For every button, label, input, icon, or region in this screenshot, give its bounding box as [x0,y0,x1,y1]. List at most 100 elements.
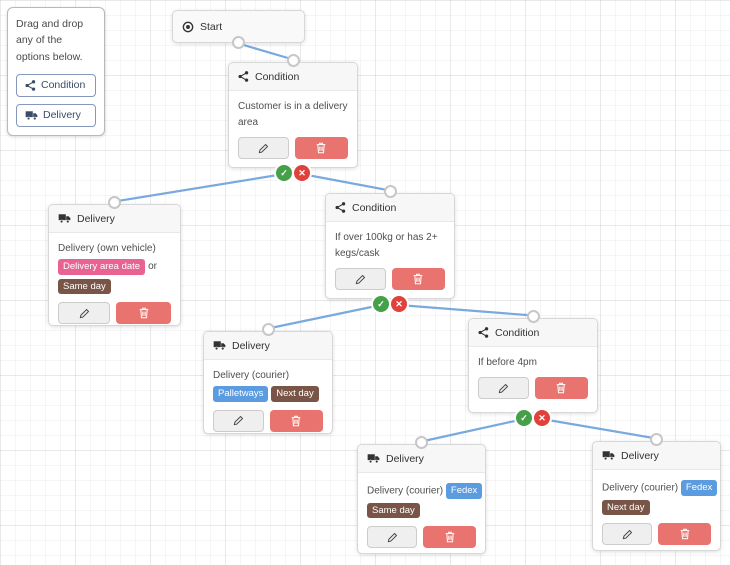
dot-circle-icon [182,21,194,33]
node-body: Delivery (own vehicle) Delivery area dat… [49,233,180,332]
node-actions [367,526,476,548]
share-icon [238,71,249,82]
node-title: Delivery [621,449,659,462]
node-body: If over 100kg or has 2+ kegs/cask [326,222,454,298]
node-delivery-1[interactable]: Delivery Delivery (own vehicle) Delivery… [48,196,181,326]
badge-next-day: Next day [602,499,650,515]
node-actions [58,302,171,324]
edit-button[interactable] [602,523,653,545]
palette-option-delivery[interactable]: Delivery [16,103,96,127]
delete-button[interactable] [294,137,348,159]
input-port[interactable] [286,54,300,67]
delete-button[interactable] [658,523,711,545]
delete-button[interactable] [116,302,171,324]
truck-icon [25,110,38,121]
input-port[interactable] [415,436,428,449]
palette-option-label: Delivery [43,109,81,122]
node-body: If before 4pm [469,347,597,407]
node-header: Condition [469,319,597,347]
delete-button[interactable] [534,377,588,399]
false-port[interactable]: ✕ [391,296,407,312]
node-actions [238,137,348,159]
badge-row: Same day [58,277,171,297]
edit-button[interactable] [367,526,418,548]
delivery-text-row: Delivery (courier) Fedex [602,478,718,498]
share-icon [335,202,346,213]
pencil-icon [258,143,269,154]
node-condition-3[interactable]: Condition If before 4pm ✓ ✕ [468,310,598,426]
delivery-text: Delivery (courier) [367,485,444,497]
trash-icon [291,415,301,427]
condition-text: If before 4pm [478,357,537,368]
edit-button[interactable] [238,137,289,159]
badge-row: Next day [602,498,711,518]
badge-palletways: Palletways [213,386,269,402]
edit-button[interactable] [58,302,111,324]
truck-icon [367,453,380,464]
node-body: Customer is in a delivery area [229,91,357,167]
input-port[interactable] [650,433,663,446]
badge-joiner: or [148,261,158,273]
trash-icon [139,307,149,319]
badge-next-day: Next day [271,386,319,402]
delete-button[interactable] [423,526,476,548]
node-actions [335,268,445,290]
node-title: Condition [255,70,300,83]
palette-option-condition[interactable]: Condition [16,73,96,97]
delete-button[interactable] [391,268,445,290]
node-body: Delivery (courier) Fedex Next day [593,470,720,553]
palette-instruction: Drag and drop any of the options below. [16,18,84,63]
node-condition-1[interactable]: Condition Customer is in a delivery area… [228,54,358,181]
badge-same-day: Same day [367,502,420,518]
node-condition-2[interactable]: Condition If over 100kg or has 2+ kegs/c… [325,185,455,312]
output-port[interactable] [232,36,245,49]
true-port[interactable]: ✓ [373,296,389,312]
node-delivery-2[interactable]: Delivery Delivery (courier) Palletways N… [203,323,333,434]
node-delivery-4[interactable]: Delivery Delivery (courier) Fedex Next d… [592,433,721,553]
delivery-text: Delivery (courier) [213,370,290,381]
edit-button[interactable] [335,268,386,290]
node-delivery-3[interactable]: Delivery Delivery (courier) Fedex Same d… [357,436,486,554]
trash-icon [413,273,423,285]
truck-icon [213,340,226,351]
true-port[interactable]: ✓ [516,410,532,426]
node-body: Delivery (courier) Palletways Next day [204,360,332,440]
pencil-icon [498,383,509,394]
node-title: Condition [352,201,397,214]
node-header: Start [173,11,304,42]
delivery-text: Delivery (own vehicle) [58,243,156,254]
badge-delivery-area-date: Delivery area date [58,259,146,275]
badge-row: Palletways Next day [213,384,323,404]
node-header: Delivery [204,332,332,360]
pencil-icon [355,274,366,285]
edge-condition3-false-to-delivery4 [540,417,658,440]
delete-button[interactable] [269,409,323,432]
node-start[interactable]: Start [172,10,305,49]
condition-text: If over 100kg or has 2+ kegs/cask [335,232,438,259]
trash-icon [445,531,455,543]
condition-text: Customer is in a delivery area [238,101,348,128]
edit-button[interactable] [478,377,529,399]
truck-icon [602,450,615,461]
node-header: Condition [229,63,357,91]
false-port[interactable]: ✕ [534,410,550,426]
true-port[interactable]: ✓ [276,165,292,181]
trash-icon [556,382,566,394]
input-port[interactable] [526,310,540,323]
input-port[interactable] [261,323,275,336]
edge-start-to-condition1 [237,42,295,61]
node-title: Delivery [386,452,424,465]
trash-icon [316,142,326,154]
node-actions [213,409,323,432]
palette-option-label: Condition [41,79,86,92]
edge-condition1-false-to-condition2 [300,172,392,192]
edge-condition2-false-to-condition3 [397,303,535,317]
pencil-icon [233,415,244,426]
input-port[interactable] [108,196,121,209]
pencil-icon [622,529,633,540]
false-port[interactable]: ✕ [294,165,310,181]
edit-button[interactable] [213,409,264,432]
input-port[interactable] [383,185,397,198]
